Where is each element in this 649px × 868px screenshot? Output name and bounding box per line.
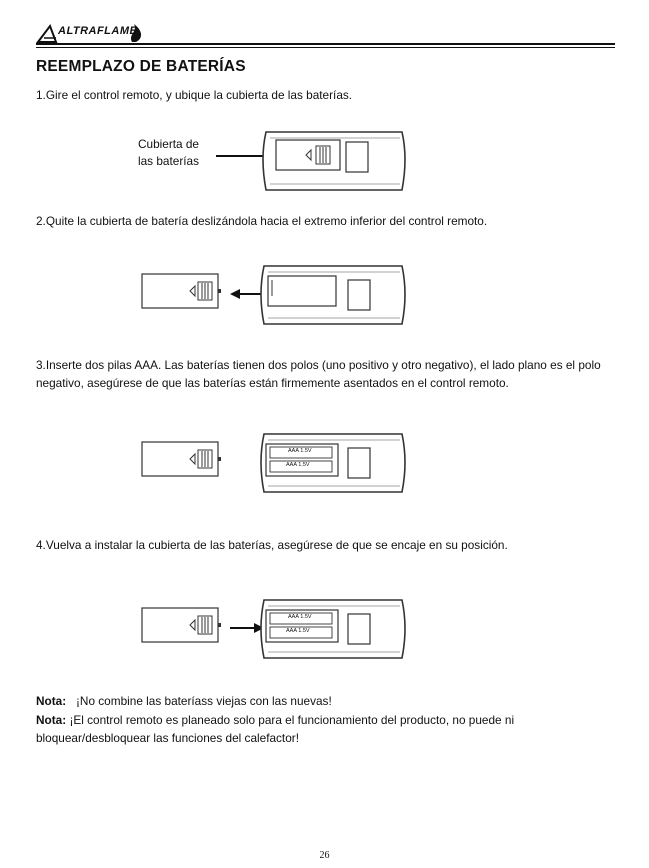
altraflame-logo [36, 23, 142, 43]
note-1-prefix: Nota: [36, 694, 67, 708]
header-rule [36, 43, 615, 45]
battery-label-top: AAA 1.5V [288, 448, 312, 454]
note-2-text: ¡El control remoto es planeado solo para… [36, 712, 515, 746]
battery-label-bottom-2: AAA 1.5V [286, 628, 310, 634]
notes-section: Nota: ¡No combine las bateríass viejas c… [36, 692, 616, 748]
brand-name: ALTRAFLAME [58, 25, 138, 37]
step-2-text: 2.Quite la cubierta de batería deslizánd… [36, 214, 488, 228]
note-1-text: ¡No combine las bateríass viejas con las… [76, 694, 332, 708]
header-rule-thin [36, 47, 615, 48]
step-3-text: 3.Inserte dos pilas AAA. Las baterías ti… [36, 358, 601, 390]
page-title: REEMPLAZO DE BATERÍAS [36, 58, 246, 75]
step-1-text: 1.Gire el control remoto, y ubique la cu… [36, 88, 353, 102]
page-number: 26 [319, 850, 330, 861]
figure-cover-reinstall [141, 599, 406, 659]
figure-cover-removed [141, 265, 406, 325]
callout-label-line2: las baterías [138, 154, 199, 168]
battery-label-bottom: AAA 1.5V [286, 462, 310, 468]
note-2: Nota: ¡El control remoto es planeado sol… [36, 711, 616, 748]
figure-remote-back [216, 131, 406, 191]
battery-label-top-2: AAA 1.5V [288, 614, 312, 620]
callout-label-line1: Cubierta de [138, 137, 199, 151]
figure-batteries-inserted [141, 433, 406, 493]
note-1: Nota: ¡No combine las bateríass viejas c… [36, 692, 616, 711]
note-2-prefix: Nota: [36, 712, 67, 727]
step-4-text: 4.Vuelva a instalar la cubierta de las b… [36, 538, 508, 552]
